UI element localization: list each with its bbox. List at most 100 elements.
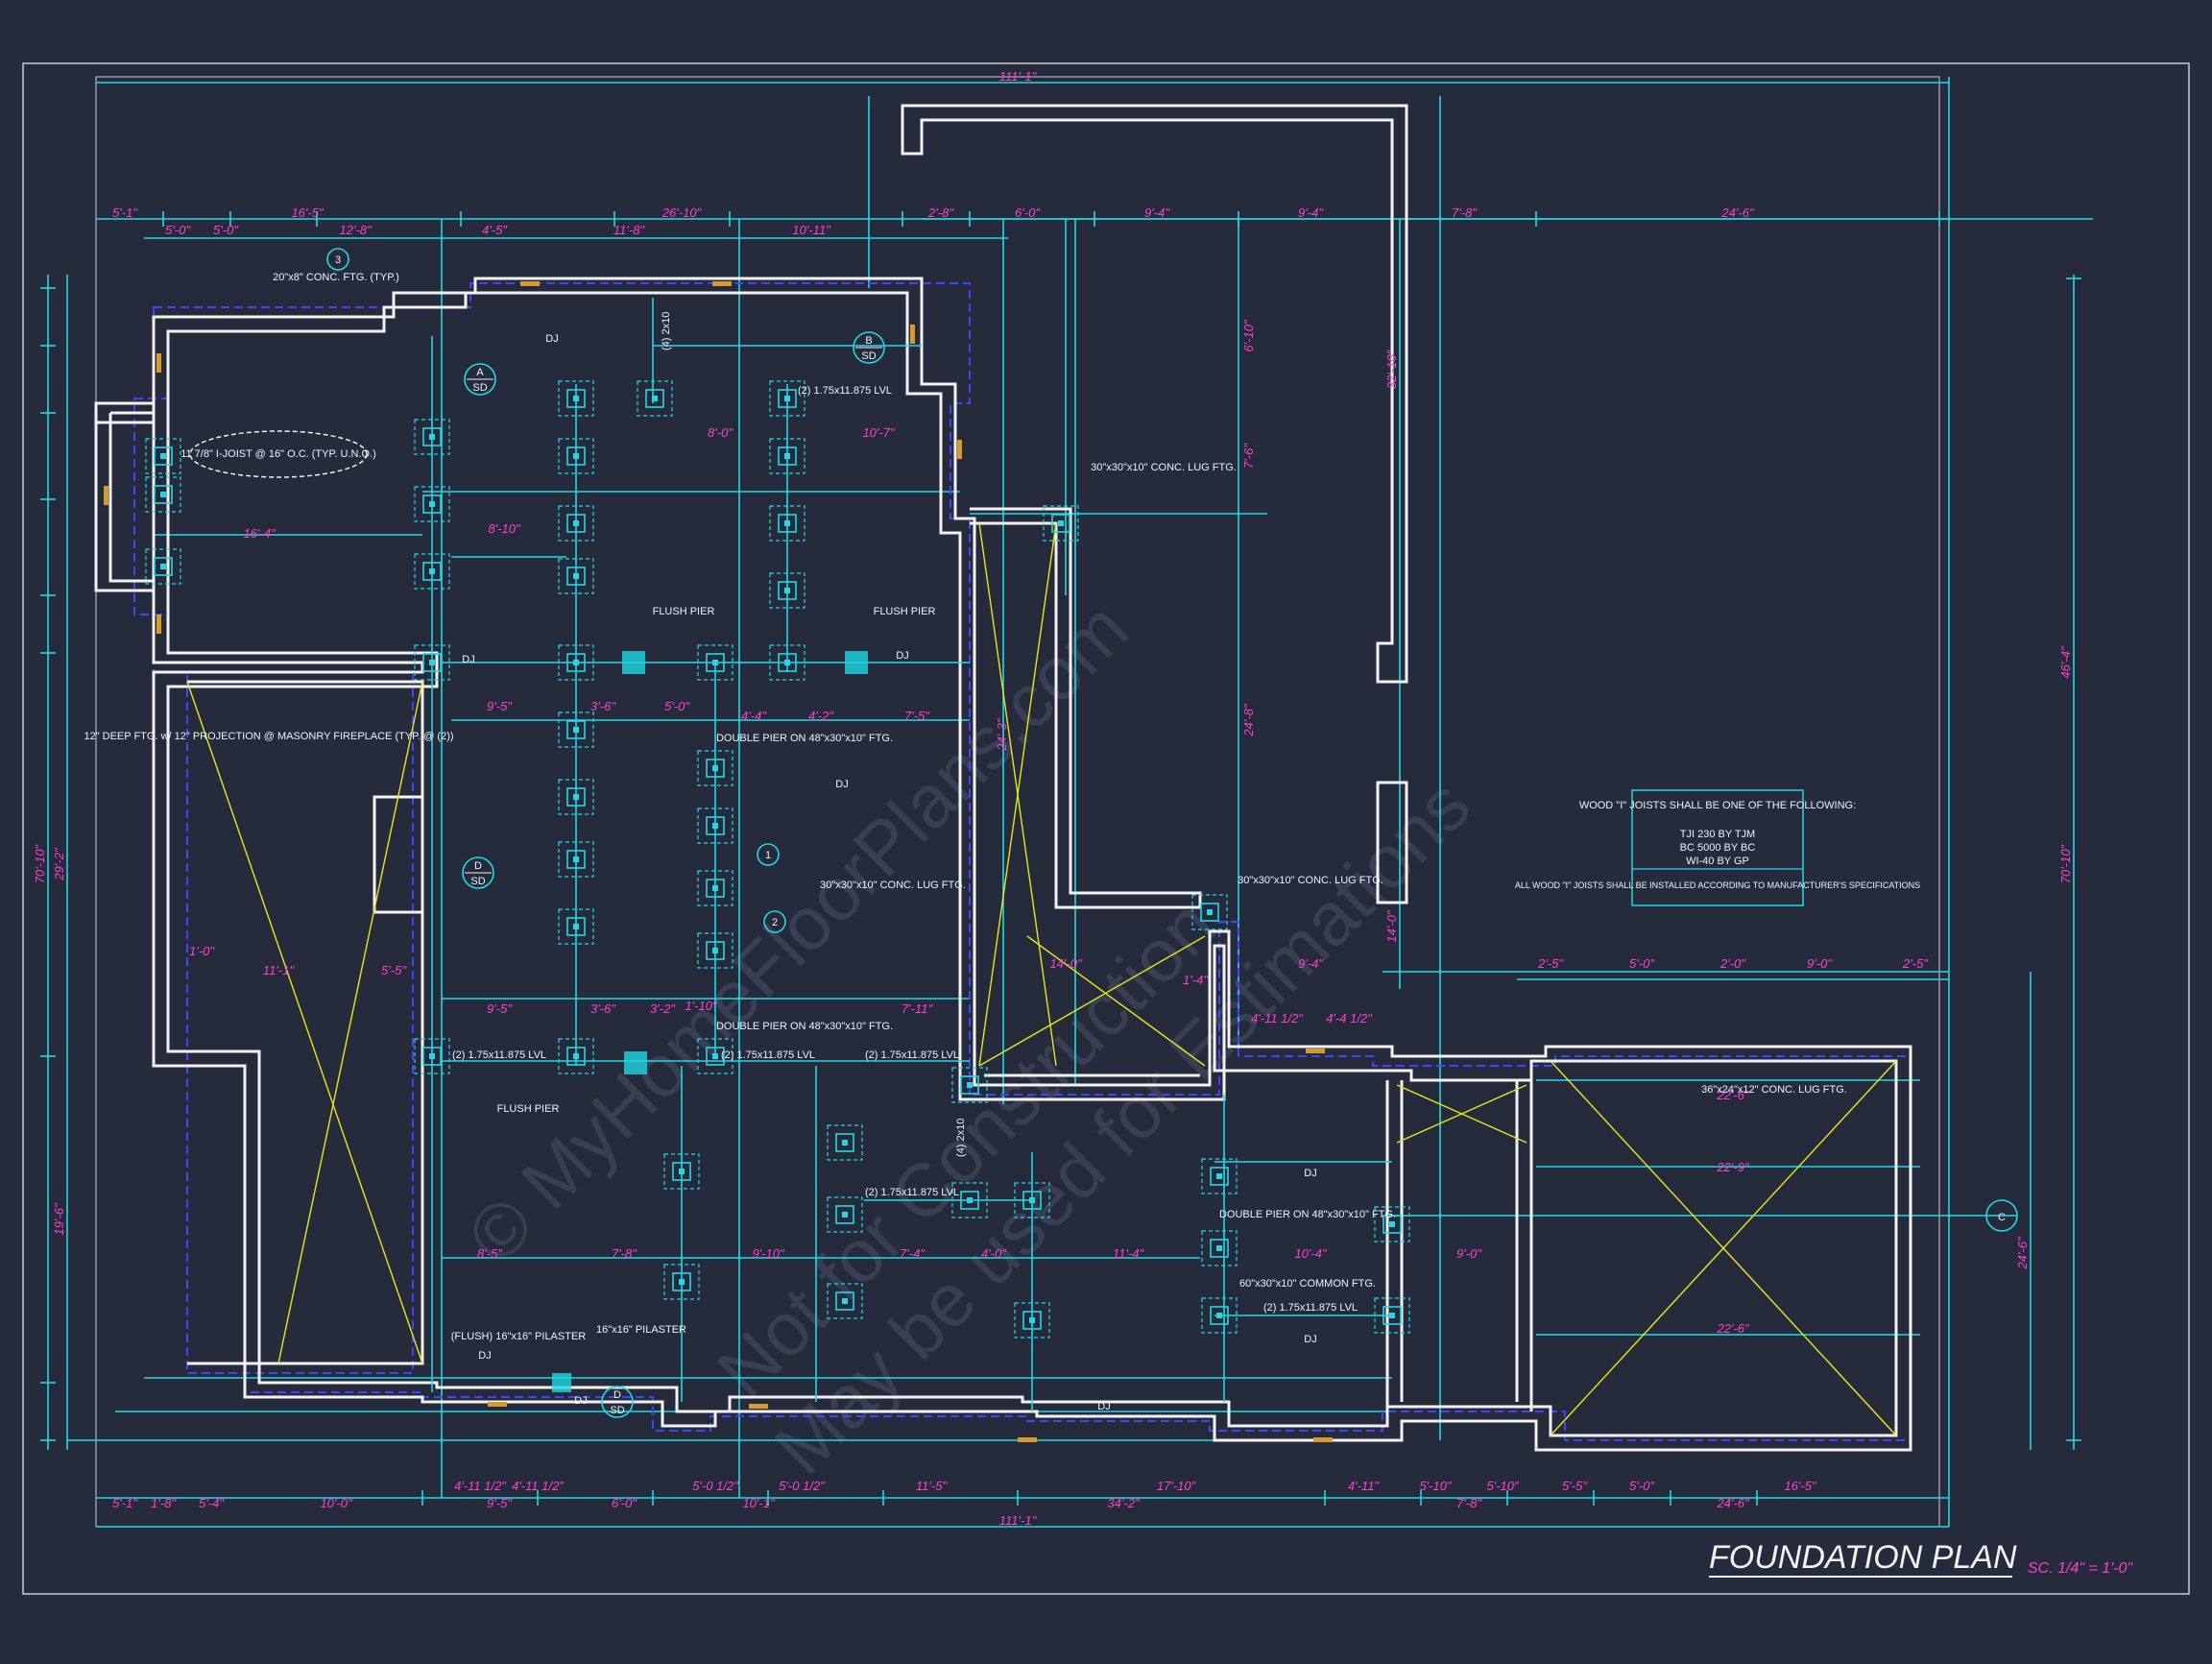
svg-text:4'-5": 4'-5" [482,223,508,237]
plan-scale: SC. 1/4" = 1'-0" [2028,1560,2133,1577]
svg-text:5'-10": 5'-10" [1419,1479,1453,1493]
pier-block-46 [1200,903,1219,922]
pier-block-39 [1382,1215,1402,1234]
pier-block-25 [778,514,797,533]
svg-text:11'-1": 11'-1" [263,963,296,977]
pier-block-41 [960,1075,979,1095]
pier-anchor-19 [712,823,718,829]
plan-title: FOUNDATION PLAN [1709,1539,2017,1576]
pier-block-15 [566,1047,586,1066]
pier-block-5 [422,1047,442,1066]
svg-text:3'-2": 3'-2" [650,1001,676,1016]
svg-text:7'-5": 7'-5" [904,709,930,723]
flush-piers [552,651,868,1392]
svg-text:16'-5": 16'-5" [291,205,325,220]
svg-text:4'-11 1/2": 4'-11 1/2" [512,1479,565,1493]
note-dj-5: DJ [1097,1401,1110,1412]
pier-block-26 [778,581,797,600]
watermark: © MyHomeFloorPlans.com Not for Construct… [451,586,1486,1490]
pier-block-38 [1210,1306,1229,1325]
tag-a-sheet: SD [472,382,487,394]
svg-text:5'-0": 5'-0" [165,223,191,237]
pier-footing-17 [697,644,733,681]
svg-text:10'-7": 10'-7" [862,425,896,440]
svg-text:5'-10": 5'-10" [1486,1479,1520,1493]
flush-pilaster [552,1373,571,1392]
pier-block-24 [778,446,797,466]
joist-box-line-3: WI-40 BY GP [1686,856,1749,867]
svg-text:70'-10": 70'-10" [2058,843,2073,883]
pier-block-40 [1382,1306,1402,1325]
svg-text:2'-8": 2'-8" [927,205,954,220]
svg-text:14'-0": 14'-0" [1384,909,1399,943]
pier-footing-25 [769,505,805,542]
note-girder-2: (4) 2x10 [955,1119,967,1157]
note-lug-1: 30"x30"x10" CONC. LUG FTG. [1091,462,1237,473]
pier-anchor-38 [1216,1313,1222,1318]
pier-anchor-26 [784,588,790,593]
svg-text:4'-0": 4'-0" [981,1246,1007,1261]
svg-text:16'-5": 16'-5" [1784,1479,1817,1493]
dimension-lines [47,77,2093,1528]
note-conc-ftg: 20"x8" CONC. FTG. (TYP.) [273,272,399,283]
dimension-ticks [40,211,2081,1506]
dim-overall-top: 111'-1" [999,69,1038,84]
pier-anchor-13 [573,856,579,862]
pier-anchor-15 [573,1053,579,1059]
note-dj-1: DJ [545,333,558,345]
pier-block-14 [566,917,586,936]
joist-box-footer: ALL WOOD "I" JOISTS SHALL BE INSTALLED A… [1515,880,1920,890]
note-dj-4: DJ [835,779,848,790]
note-dbl-pier-3: DOUBLE PIER ON 48"x30"x10" FTG. [1219,1209,1396,1220]
opening-hatches [186,522,1897,1436]
pier-anchor-34 [1029,1197,1035,1203]
note-girder-1: (4) 2x10 [661,312,672,350]
tag-1: 1 [765,850,771,861]
svg-text:29'-2": 29'-2" [52,847,66,881]
svg-text:2'-5": 2'-5" [1902,956,1929,971]
pier-anchor-31 [842,1212,848,1218]
plan-notes: 20"x8" CONC. FTG. (TYP.) 11 7/8" I-JOIST… [84,272,1846,1412]
svg-text:11'-5": 11'-5" [916,1479,949,1493]
pier-block-17 [706,653,725,672]
pier-anchor-29 [679,1279,685,1285]
pier-footing-27 [769,644,805,681]
pier-block-18 [706,759,725,778]
tag-2: 2 [772,917,778,928]
svg-text:32'-10": 32'-10" [1384,349,1399,389]
joist-box-title: WOOD "I" JOISTS SHALL BE ONE OF THE FOLL… [1579,800,1856,811]
svg-text:1'-8": 1'-8" [151,1496,177,1510]
svg-text:22'-6": 22'-6" [1716,1088,1750,1102]
pier-block-9 [566,567,586,586]
pier-footing-44 [145,548,181,585]
svg-text:5'-5": 5'-5" [381,963,407,977]
pier-footing-8 [558,505,594,542]
sheet-border [22,62,2190,1595]
note-dbl-pier-1: DOUBLE PIER ON 48"x30"x10" FTG. [716,733,893,744]
svg-text:11'-8": 11'-8" [613,223,646,237]
joist-spec-text: WOOD "I" JOISTS SHALL BE ONE OF THE FOLL… [1515,800,1920,890]
pier-anchor-45 [1058,520,1064,526]
pier-anchor-14 [573,924,579,929]
pier-block-34 [1022,1191,1042,1210]
svg-text:16'-4": 16'-4" [243,526,276,541]
pier-block-35 [1022,1311,1042,1330]
note-dj-9: DJ [574,1395,587,1407]
pier-anchor-9 [573,573,579,579]
joist-spec-box [1631,789,1804,906]
joist-box-line-2: BC 5000 BY BC [1680,842,1756,854]
pier-block-29 [672,1272,691,1291]
pier-block-10 [566,653,586,672]
svg-text:5'-0": 5'-0" [664,699,690,713]
pier-block-21 [706,941,725,960]
pier-block-27 [778,653,797,672]
svg-text:4'-4 1/2": 4'-4 1/2" [1326,1011,1373,1025]
pier-footing-29 [663,1264,700,1300]
pier-anchor-18 [712,765,718,771]
note-lvl-5: (2) 1.75x11.875 LVL [865,1187,959,1198]
svg-text:1'-4": 1'-4" [1183,973,1209,987]
svg-text:9'-0": 9'-0" [1456,1246,1482,1261]
pier-block-19 [706,816,725,835]
tag-c-letter: C [1998,1212,2006,1223]
